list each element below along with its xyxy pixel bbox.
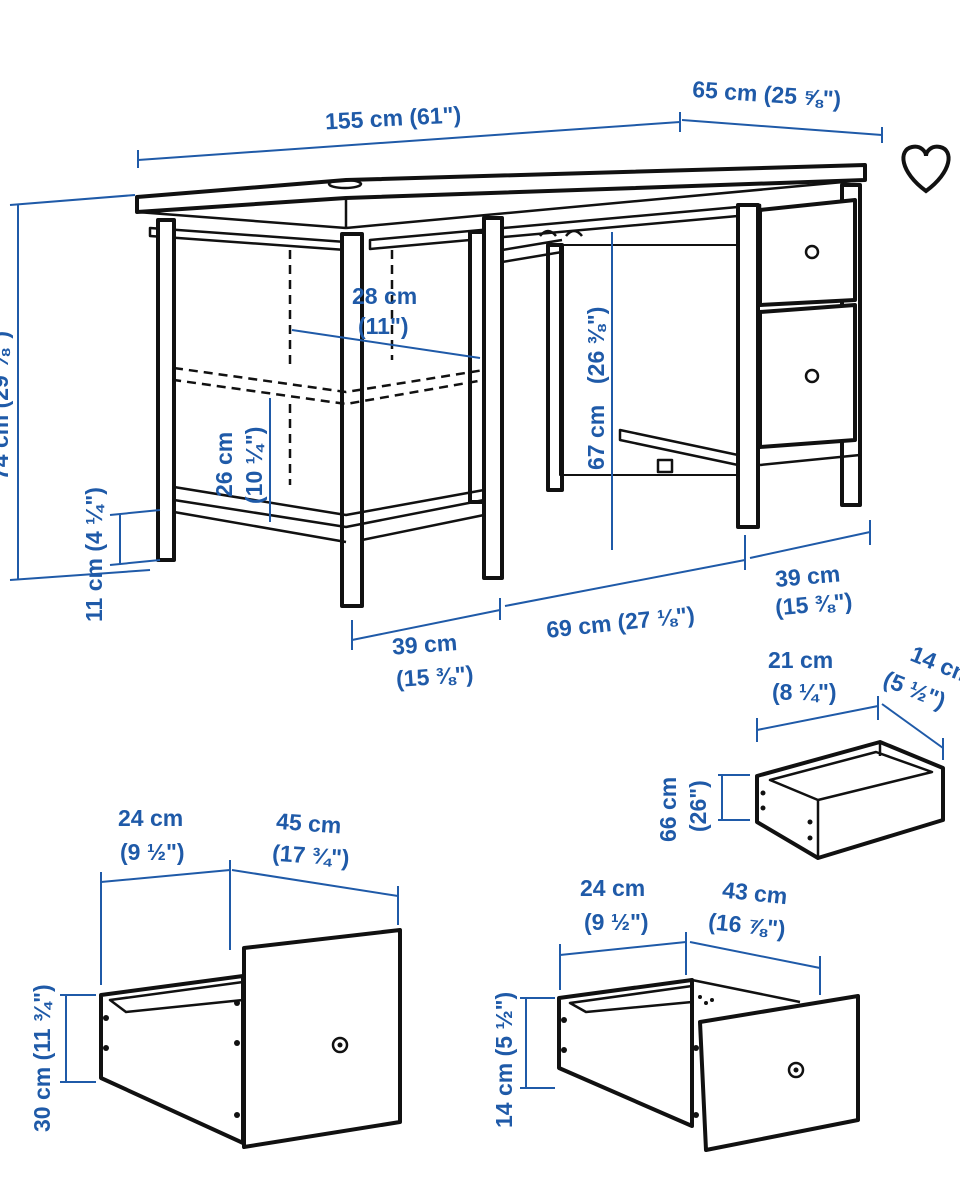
- large-drawer-width-cm-label: 24 cm: [118, 805, 183, 831]
- right-section-in-label: (15 ⅜"): [774, 588, 853, 621]
- medium-drawer-dimension-lines: [520, 932, 821, 1089]
- large-drawer-illustration: [99, 928, 402, 1149]
- small-drawer-width-in-label: (8 ¼"): [772, 679, 837, 705]
- large-drawer-height-label: 30 cm (11 ¾"): [29, 984, 55, 1132]
- medium-drawer-depth-in-label: (16 ⅞"): [707, 908, 787, 942]
- large-drawer-depth-in-label: (17 ¾"): [271, 840, 350, 871]
- desk-dimension-lines: [9, 112, 883, 650]
- medium-drawer-width-cm-label: 24 cm: [580, 875, 645, 901]
- large-drawer-dimension-lines: [60, 860, 399, 1083]
- small-drawer-width-cm-label: 21 cm: [768, 647, 833, 673]
- floor-gap-label: 11 cm (4 ¼"): [81, 487, 107, 622]
- desk-height-label: 74 cm (29 ⅛"): [0, 331, 13, 480]
- desk-width-label: 155 cm (61"): [324, 101, 461, 134]
- clearance-in-label: (26 ⅜"): [583, 307, 609, 384]
- middle-section-label: 69 cm (27 ⅛"): [545, 601, 696, 642]
- large-drawer-depth-cm-label: 45 cm: [275, 808, 342, 838]
- small-drawer-illustration: [755, 740, 945, 860]
- shelf-depth-in-label: (11"): [358, 313, 409, 339]
- desk-depth-label: 65 cm (25 ⅝"): [692, 76, 842, 112]
- heart-icon[interactable]: [901, 144, 951, 194]
- right-section-cm-label: 39 cm: [774, 560, 841, 592]
- shelf-height-in-label: (10 ¼"): [241, 427, 267, 504]
- small-drawer-height-cm-label: 66 cm: [655, 777, 681, 842]
- medium-drawer-depth-cm-label: 43 cm: [721, 877, 789, 910]
- medium-drawer-illustration: [557, 978, 860, 1152]
- desk-illustration: [135, 163, 867, 608]
- medium-drawer-height-label: 14 cm (5 ½"): [491, 992, 517, 1128]
- shelf-height-cm-label: 26 cm: [211, 432, 237, 497]
- small-drawer-height-in-label: (26"): [685, 780, 711, 832]
- large-drawer-width-in-label: (9 ½"): [120, 839, 185, 865]
- small-drawer-dimension-lines: [718, 696, 944, 821]
- left-section-in-label: (15 ⅜"): [395, 661, 474, 692]
- shelf-depth-cm-label: 28 cm: [352, 283, 417, 309]
- clearance-cm-label: 67 cm: [583, 405, 609, 470]
- left-section-cm-label: 39 cm: [391, 629, 458, 659]
- medium-drawer-width-in-label: (9 ½"): [584, 909, 649, 935]
